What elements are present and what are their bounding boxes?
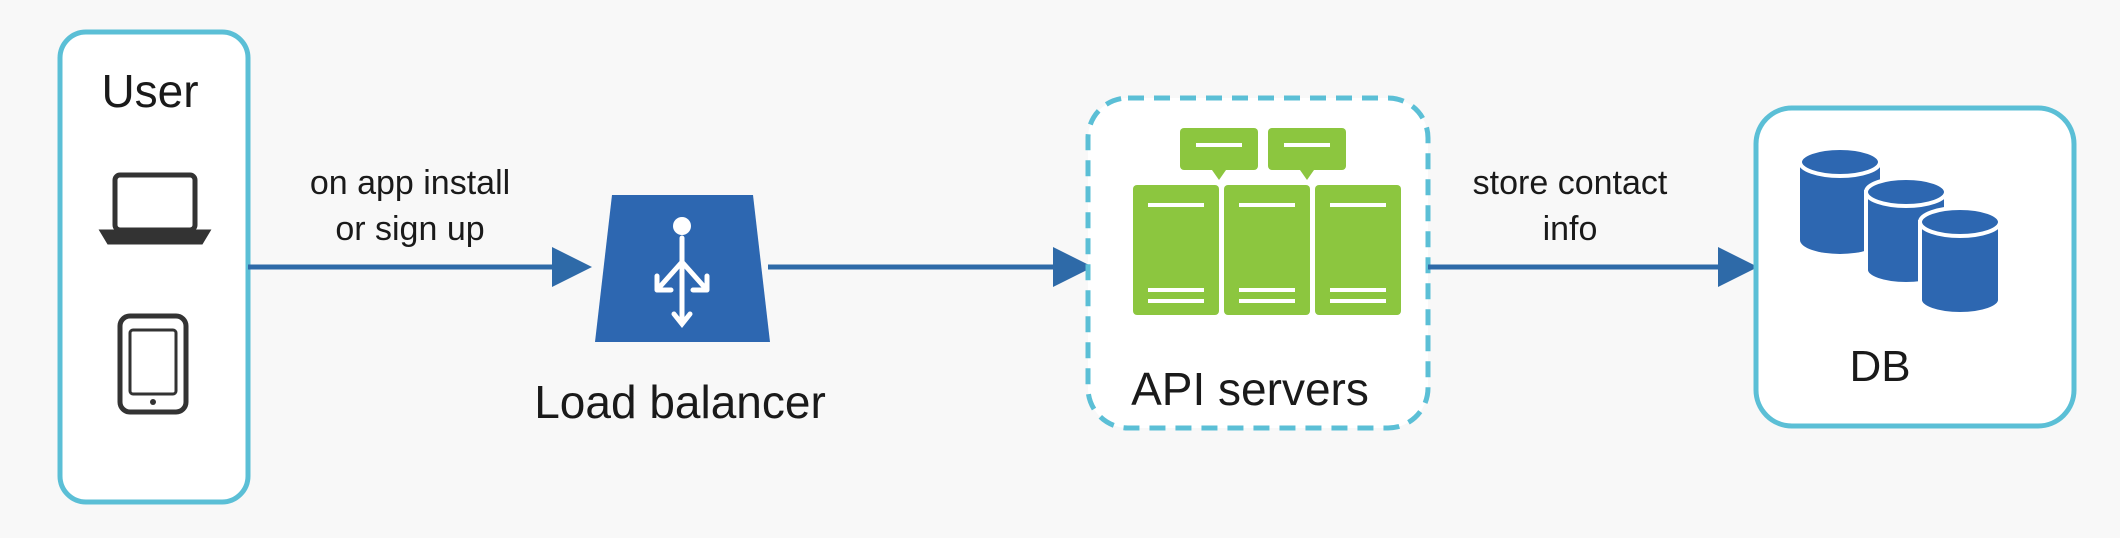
db-label: DB (1849, 342, 1911, 391)
edge-label-line-2: or sign up (335, 210, 485, 248)
load-balancer-icon (595, 195, 770, 342)
database-icon (1798, 146, 2002, 316)
edge-label-line-1: on app install (309, 164, 511, 202)
tablet-icon (117, 313, 189, 415)
user-label: User (101, 65, 199, 117)
load-balancer-label: Load balancer (534, 376, 826, 428)
laptop-icon (98, 172, 212, 245)
edge-label-api-to-db: store contact info (1430, 160, 1710, 252)
api-servers-label: API servers (1131, 363, 1369, 415)
edge-label-user-to-lb: on app install or sign up (250, 160, 570, 252)
edge-label-line-1: store contact (1472, 164, 1668, 202)
edge-label-line-2: info (1542, 210, 1598, 248)
server-stack-icon (1133, 128, 1401, 315)
